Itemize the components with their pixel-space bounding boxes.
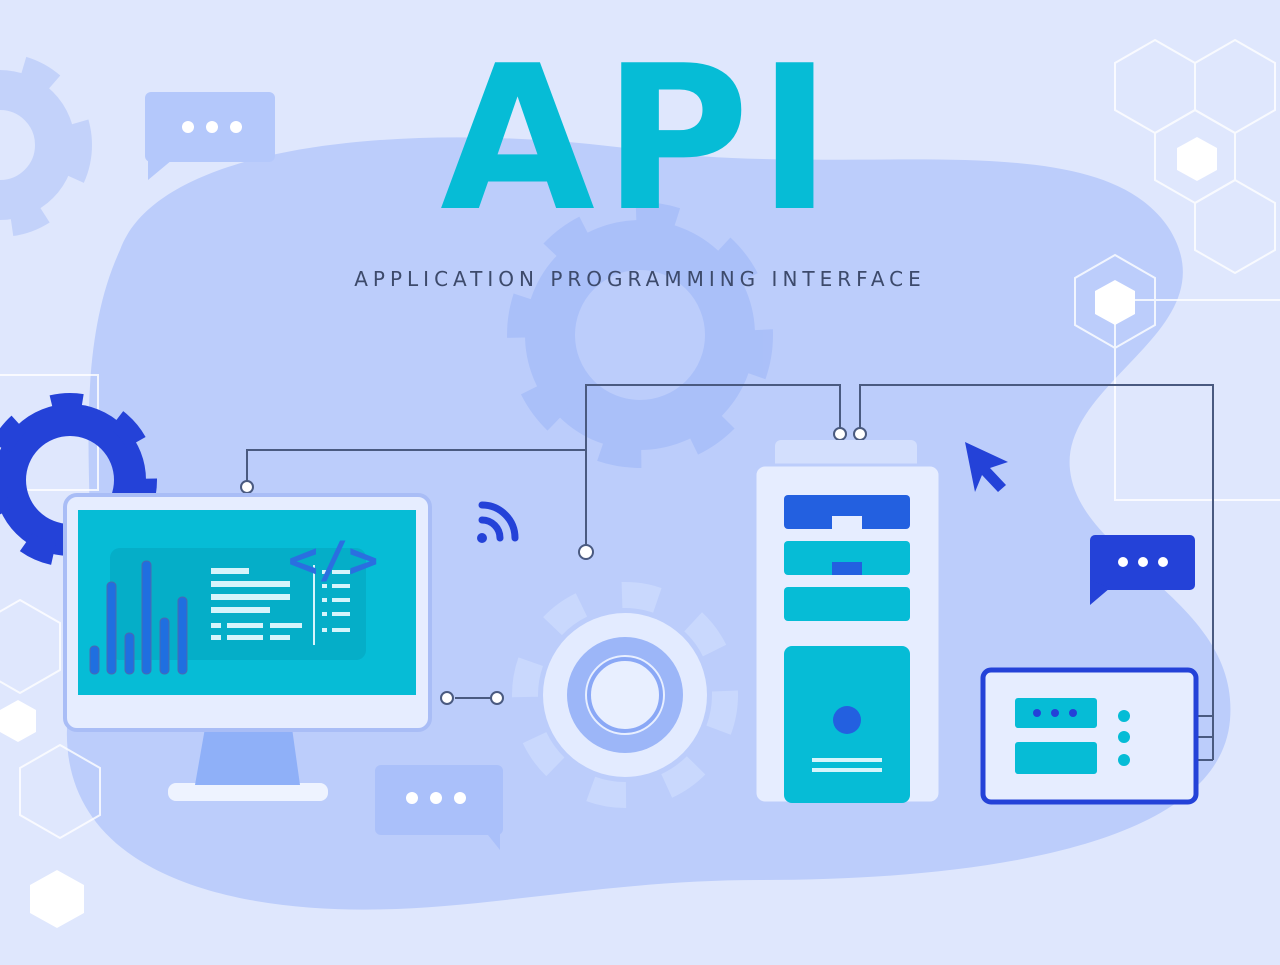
hexagon-icon (1177, 137, 1217, 181)
device-panel-icon (980, 667, 1199, 805)
chat-bubble-icon (145, 92, 275, 180)
hexagon-icon (1095, 280, 1135, 325)
connector-lines (246, 384, 1214, 761)
hexagon-icon (0, 700, 36, 742)
hexagon-icon (30, 870, 84, 928)
wifi-icon (477, 501, 519, 543)
api-title: API (440, 23, 840, 256)
chat-bubble-icon (375, 765, 503, 850)
code-symbol-icon: </> (288, 531, 379, 589)
api-subtitle: APPLICATION PROGRAMMING INTERFACE (354, 267, 926, 291)
background-gear-icon (507, 202, 773, 468)
background-gear-icon (0, 53, 92, 237)
monitor-icon (63, 493, 432, 801)
gear-icon (512, 582, 738, 808)
cursor-icon (965, 442, 1008, 492)
server-icon (753, 440, 942, 805)
chat-bubble-icon (1090, 535, 1195, 605)
